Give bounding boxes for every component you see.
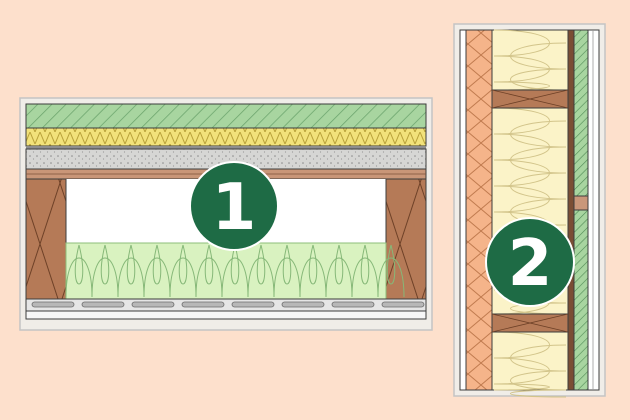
floor-finish-layer: [25, 103, 427, 129]
insulation-wave: [247, 244, 275, 298]
floor-section: [19, 97, 433, 331]
section-2-badge-circle: [485, 217, 575, 307]
ceiling-slat: [31, 301, 75, 308]
insulation-wave: [195, 244, 223, 298]
ceiling-slats: [31, 301, 425, 308]
wall-section: [453, 23, 606, 398]
insulation-wave: [273, 244, 301, 298]
wall-osb-layer: [465, 29, 493, 391]
ceiling-slat: [381, 301, 425, 308]
ceiling-slat: [81, 301, 125, 308]
insulation-wave: [91, 244, 119, 298]
insulation-wave: [221, 244, 249, 298]
insulation-wave: [351, 244, 379, 298]
rail-top-grain-2: [491, 89, 569, 109]
section-2-badge: 2: [485, 217, 575, 307]
ceiling-slat: [181, 301, 225, 308]
section-2-badge-number: 2: [508, 227, 553, 301]
ceiling-slat: [331, 301, 375, 308]
insulation-wave: [377, 244, 405, 298]
wall-insulation-wave: [493, 55, 567, 91]
section-1-badge-circle: [189, 161, 279, 251]
insulation-wave: [65, 244, 93, 298]
ceiling-slat: [281, 301, 325, 308]
insulation-wave: [299, 244, 327, 298]
impact-sound-layer: [25, 127, 427, 147]
wall-outer-block: [573, 195, 589, 211]
timber-joist-left: [25, 178, 67, 300]
separation-layer: [26, 146, 426, 149]
insulation-wave: [325, 244, 353, 298]
rail-bottom-grain-2: [491, 313, 569, 333]
wall-cladding: [587, 29, 600, 391]
ceiling-slat: [231, 301, 275, 308]
wall-stud: [567, 29, 575, 391]
insulation-wave: [143, 244, 171, 298]
section-1-badge-number: 1: [212, 171, 257, 245]
wall-insulation: [491, 29, 569, 391]
ceiling-plaster: [25, 310, 427, 320]
wall-insulation-wave: [493, 357, 567, 391]
ceiling-slat: [131, 301, 175, 308]
timber-joist-right: [385, 178, 427, 300]
wall-inner-lining: [459, 29, 467, 391]
wall-insulation-wave: [493, 383, 567, 398]
section-1-badge: 1: [189, 161, 279, 251]
insulation-wave: [117, 244, 145, 298]
insulation-wave: [169, 244, 197, 298]
floor-insulation-waves: [65, 244, 405, 298]
